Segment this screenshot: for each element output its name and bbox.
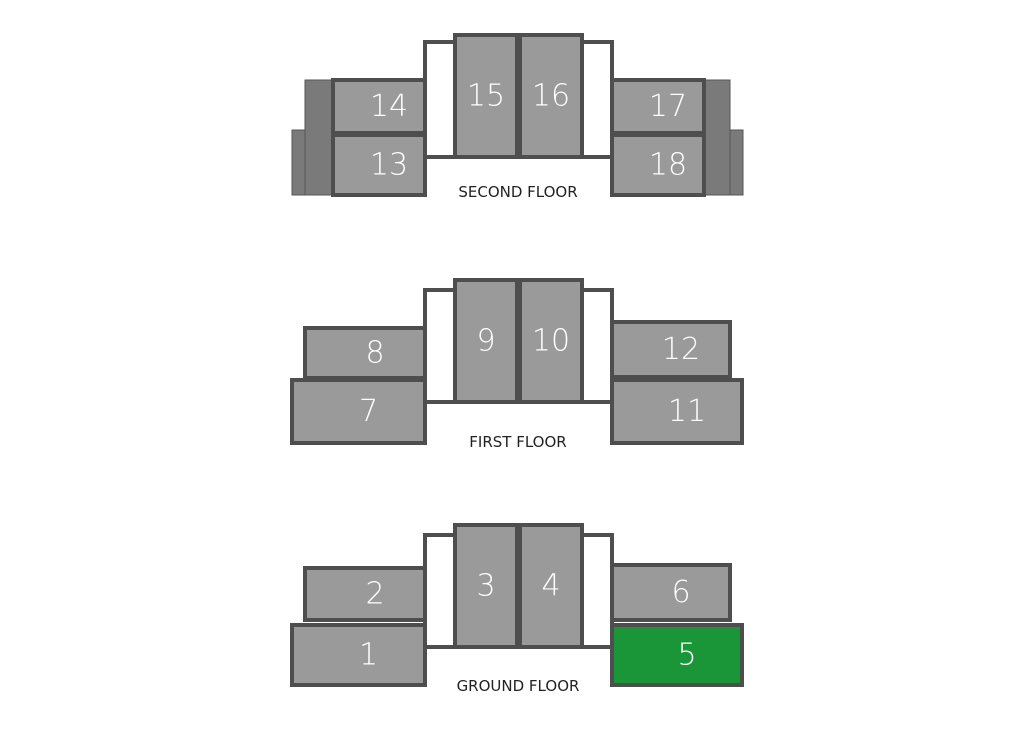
unit-shape[interactable] bbox=[290, 378, 427, 445]
unit-shape[interactable] bbox=[610, 320, 732, 379]
unit-1[interactable]: 1 bbox=[290, 623, 427, 687]
stair-core bbox=[423, 533, 457, 649]
unit-13[interactable]: 13 bbox=[331, 133, 427, 197]
unit-12[interactable]: 12 bbox=[610, 320, 732, 379]
terrace-steps bbox=[729, 129, 744, 196]
unit-4[interactable]: 4 bbox=[518, 523, 584, 649]
unit-7[interactable]: 7 bbox=[290, 378, 427, 445]
floor-label: GROUND FLOOR bbox=[457, 677, 580, 695]
unit-shape[interactable] bbox=[453, 278, 519, 404]
unit-17[interactable]: 17 bbox=[610, 78, 706, 135]
unit-16[interactable]: 16 bbox=[518, 33, 584, 159]
unit-10[interactable]: 10 bbox=[518, 278, 584, 404]
unit-shape[interactable] bbox=[290, 623, 427, 687]
stair-core bbox=[423, 288, 457, 404]
unit-shape[interactable] bbox=[610, 623, 744, 687]
stair-core bbox=[580, 533, 614, 649]
unit-shape[interactable] bbox=[518, 523, 584, 649]
unit-14[interactable]: 14 bbox=[331, 78, 427, 135]
stair-core bbox=[580, 40, 614, 159]
unit-shape[interactable] bbox=[518, 278, 584, 404]
unit-3[interactable]: 3 bbox=[453, 523, 519, 649]
unit-shape[interactable] bbox=[303, 566, 427, 622]
unit-shape[interactable] bbox=[610, 563, 732, 622]
unit-shape[interactable] bbox=[610, 78, 706, 135]
floor-label: SECOND FLOOR bbox=[458, 183, 577, 201]
terrace-steps bbox=[291, 129, 306, 196]
unit-shape[interactable] bbox=[518, 33, 584, 159]
unit-shape[interactable] bbox=[453, 523, 519, 649]
unit-2[interactable]: 2 bbox=[303, 566, 427, 622]
unit-shape[interactable] bbox=[610, 133, 706, 197]
terrace-steps bbox=[704, 79, 731, 196]
stair-core bbox=[423, 40, 457, 159]
floor-label: FIRST FLOOR bbox=[469, 433, 566, 451]
unit-shape[interactable] bbox=[331, 133, 427, 197]
unit-shape[interactable] bbox=[303, 326, 427, 380]
unit-9[interactable]: 9 bbox=[453, 278, 519, 404]
unit-8[interactable]: 8 bbox=[303, 326, 427, 380]
terrace-steps bbox=[304, 79, 334, 196]
unit-shape[interactable] bbox=[453, 33, 519, 159]
stair-core bbox=[580, 288, 614, 404]
unit-6[interactable]: 6 bbox=[610, 563, 732, 622]
unit-15[interactable]: 15 bbox=[453, 33, 519, 159]
unit-11[interactable]: 11 bbox=[610, 378, 744, 445]
unit-shape[interactable] bbox=[331, 78, 427, 135]
unit-18[interactable]: 18 bbox=[610, 133, 706, 197]
unit-shape[interactable] bbox=[610, 378, 744, 445]
unit-5[interactable]: 5 bbox=[610, 623, 744, 687]
